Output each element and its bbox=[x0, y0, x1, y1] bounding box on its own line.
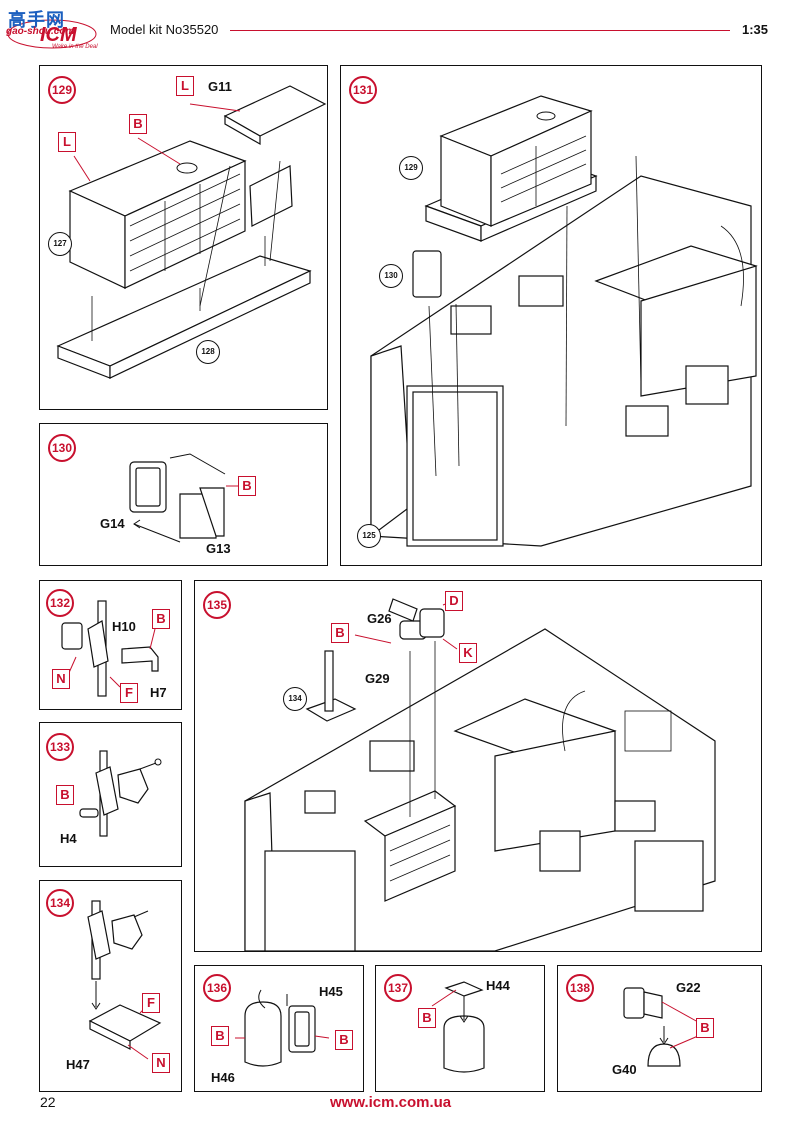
brand-motto: Wake in the Deal bbox=[52, 44, 98, 50]
part-tag: L bbox=[58, 132, 76, 152]
step-131-drawing bbox=[370, 95, 758, 547]
part-tag: F bbox=[120, 683, 138, 703]
reference-step: 134 bbox=[283, 687, 307, 711]
step-134-drawing bbox=[87, 900, 162, 1060]
part-number: G13 bbox=[206, 541, 231, 556]
logo-icon bbox=[7, 19, 97, 49]
step-number: 131 bbox=[349, 76, 377, 104]
reference-step: 125 bbox=[357, 524, 381, 548]
reference-step: 128 bbox=[196, 340, 220, 364]
website-link[interactable]: www.icm.com.ua bbox=[330, 1094, 452, 1111]
page-number: 22 bbox=[40, 1094, 56, 1110]
part-number: G40 bbox=[612, 1062, 637, 1077]
part-number: H47 bbox=[66, 1057, 90, 1072]
part-tag: B bbox=[238, 476, 256, 496]
step-137-panel: 137 H44 B bbox=[375, 965, 545, 1092]
reference-step: 129 bbox=[399, 156, 423, 180]
step-129-drawing bbox=[56, 85, 327, 379]
step-number: 133 bbox=[46, 733, 74, 761]
part-tag: N bbox=[52, 669, 70, 689]
part-number: H7 bbox=[150, 685, 167, 700]
part-number: H44 bbox=[486, 978, 510, 993]
part-tag: B bbox=[331, 623, 349, 643]
step-135-panel: 135 G26 D B K G29 134 bbox=[194, 580, 762, 952]
part-number: G26 bbox=[367, 611, 392, 626]
part-tag: L bbox=[176, 76, 194, 96]
step-135-drawing bbox=[244, 598, 716, 952]
step-number: 137 bbox=[384, 974, 412, 1002]
site-name-en: gao-shou.com bbox=[6, 26, 75, 37]
part-tag: D bbox=[445, 591, 463, 611]
brand-name: ICM bbox=[40, 24, 77, 46]
step-137-drawing bbox=[431, 981, 485, 1073]
part-tag: B bbox=[56, 785, 74, 805]
part-number: H45 bbox=[319, 984, 343, 999]
step-138-drawing bbox=[623, 987, 699, 1067]
step-134-panel: 134 F N H47 bbox=[39, 880, 182, 1092]
part-tag: B bbox=[335, 1030, 353, 1050]
step-133-panel: 133 B H4 bbox=[39, 722, 182, 867]
step-130-drawing bbox=[129, 453, 238, 543]
step-136-panel: 136 H45 B B H46 bbox=[194, 965, 364, 1092]
step-number: 130 bbox=[48, 434, 76, 462]
part-number: G14 bbox=[100, 516, 125, 531]
part-number: G29 bbox=[365, 671, 390, 686]
reference-step: 130 bbox=[379, 264, 403, 288]
kit-title: Model kit No35520 bbox=[110, 22, 219, 37]
part-tag: N bbox=[152, 1053, 170, 1073]
step-130-panel: 130 B G14 G13 bbox=[39, 423, 328, 566]
part-number: H4 bbox=[60, 831, 77, 846]
site-name-cn: 高手网 bbox=[8, 10, 65, 30]
reference-step: 127 bbox=[48, 232, 72, 256]
part-number: H46 bbox=[211, 1070, 235, 1085]
step-132-panel: 132 B H10 N F H7 bbox=[39, 580, 182, 710]
scale-label: 1:35 bbox=[742, 22, 769, 37]
step-number: 134 bbox=[46, 889, 74, 917]
step-133-drawing bbox=[79, 750, 162, 837]
part-tag: B bbox=[129, 114, 147, 134]
part-tag: B bbox=[211, 1026, 229, 1046]
part-tag: F bbox=[142, 993, 160, 1013]
step-number: 138 bbox=[566, 974, 594, 1002]
brand-logo bbox=[4, 4, 100, 56]
step-number: 129 bbox=[48, 76, 76, 104]
part-number: G11 bbox=[208, 79, 232, 94]
part-tag: K bbox=[459, 643, 477, 663]
step-136-drawing bbox=[235, 989, 330, 1067]
part-tag: B bbox=[152, 609, 170, 629]
part-tag: B bbox=[696, 1018, 714, 1038]
step-132-drawing bbox=[61, 600, 159, 697]
part-number: H10 bbox=[112, 619, 136, 634]
part-tag: B bbox=[418, 1008, 436, 1028]
step-number: 135 bbox=[203, 591, 231, 619]
step-number: 132 bbox=[46, 589, 74, 617]
step-131-panel: 131 129 130 125 bbox=[340, 65, 762, 566]
part-number: G22 bbox=[676, 980, 701, 995]
header-divider bbox=[230, 30, 730, 31]
step-129-panel: 129 L G11 B L 127 128 bbox=[39, 65, 328, 410]
step-number: 136 bbox=[203, 974, 231, 1002]
step-138-panel: 138 G22 B G40 bbox=[557, 965, 762, 1092]
